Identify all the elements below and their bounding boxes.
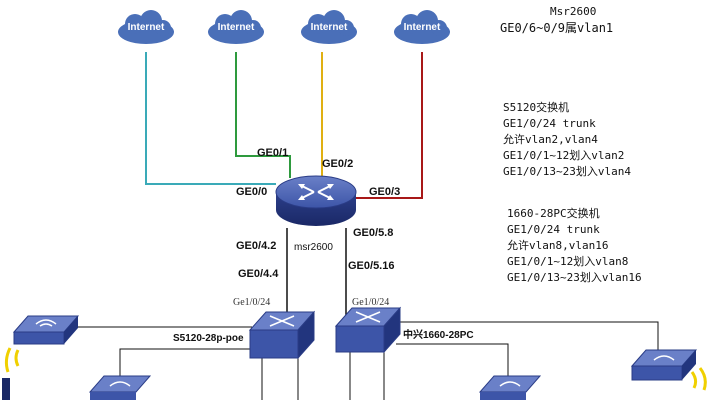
cloud-icon [394,10,450,44]
note-line: GE1/0/24 trunk [503,117,596,130]
internet-cloud-1: Internet [115,10,177,48]
internet-cloud-2: Internet [205,10,267,48]
cloud-label: Internet [127,22,165,33]
port-label-ge03: GE0/3 [369,186,401,198]
note-line: S5120交换机 [503,101,570,114]
note-line: GE1/0/13~23划入vlan4 [503,165,631,178]
port-label-ge02: GE0/2 [322,158,354,170]
link-ge00 [145,52,276,185]
port-label-ge01: GE0/1 [257,147,289,159]
zx1660-name: 中兴1660-28PC [403,330,474,341]
note-line: GE0/6~0/9属vlan1 [500,21,614,35]
note-line: GE1/0/24 trunk [507,223,600,236]
port-label-ge00: GE0/0 [236,186,268,198]
msr-note: Msr2600 GE0/6~0/9属vlan1 [500,4,613,36]
cloud-icon [208,10,264,44]
port-label-ge0516: GE0/5.16 [348,260,395,272]
link-ap-lower-right [396,343,509,382]
access-point-lower-right [478,375,542,400]
note-line: 允许vlan2,vlan4 [503,133,598,146]
cloud-icon [118,10,174,44]
port-label-ge042: GE0/4.2 [236,240,277,252]
cloud-label: Internet [217,22,255,33]
cloud-label: Internet [310,22,348,33]
s5120-name: S5120-28p-poe [173,333,244,344]
note-line: GE1/0/1~12划入vlan8 [507,255,629,268]
note-line: GE1/0/13~23划入vlan16 [507,271,642,284]
zx1660-port-label: Ge1/0/24 [352,297,390,308]
note-line: 1660-28PC交换机 [507,207,600,220]
cloud-icon [301,10,357,44]
s5120-note: S5120交换机 GE1/0/24 trunk 允许vlan2,vlan4 GE… [503,100,631,180]
port-label-ge044: GE0/4.4 [238,268,279,280]
internet-cloud-3: Internet [298,10,360,48]
note-line: 允许vlan8,vlan16 [507,239,609,252]
access-point-right [630,349,707,391]
note-line: Msr2600 [550,5,597,18]
access-point-left [2,315,80,400]
note-line: GE1/0/1~12划入vlan2 [503,149,625,162]
link-ge01 [235,52,291,178]
port-label-ge058: GE0/5.8 [353,227,394,239]
router-name: msr2600 [294,242,333,253]
internet-cloud-4: Internet [391,10,453,48]
zx1660-note: 1660-28PC交换机 GE1/0/24 trunk 允许vlan8,vlan… [507,206,642,286]
access-point-lower-left [88,375,152,400]
s5120-port-label: Ge1/0/24 [233,297,271,308]
link-ge03 [356,52,423,199]
link-ap-lower-left [119,348,258,382]
cloud-label: Internet [403,22,441,33]
link-ap-right [396,321,659,356]
